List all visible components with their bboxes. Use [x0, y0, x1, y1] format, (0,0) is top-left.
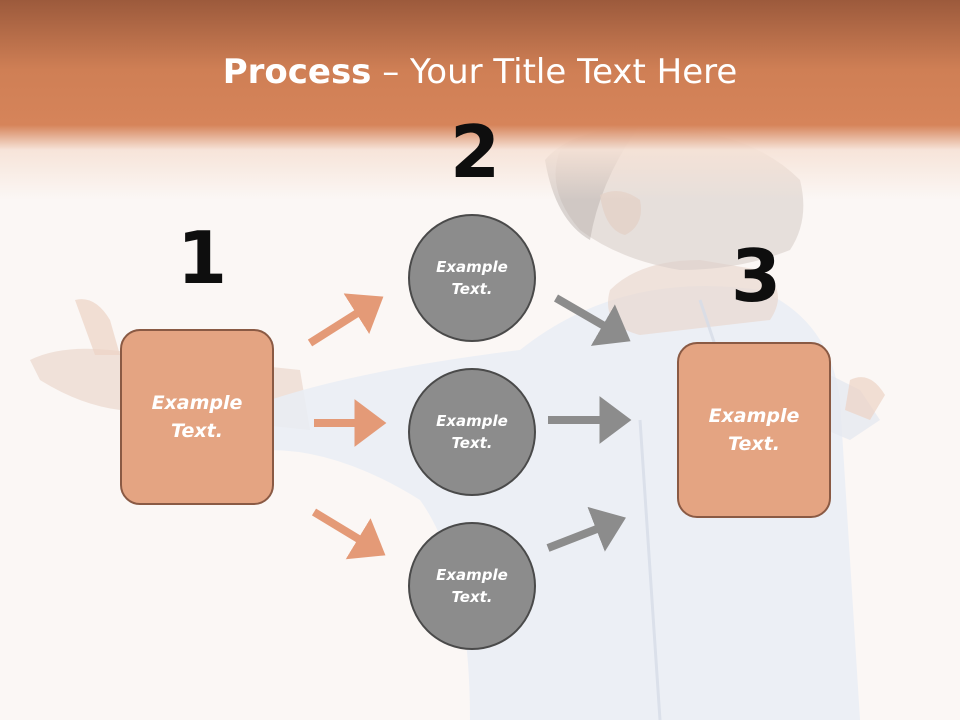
- circle-bottom-line-1: Example: [436, 565, 508, 584]
- left-box-line-1: Example: [151, 391, 243, 414]
- circle-middle-line-1: Example: [436, 411, 508, 430]
- right-box-line-1: Example: [708, 404, 800, 427]
- circle-top-line-2: Text.: [451, 280, 493, 298]
- title-bold: Process: [222, 52, 372, 92]
- circle-middle: Example Text.: [408, 368, 536, 496]
- circle-top-line-1: Example: [436, 257, 508, 276]
- circle-top: Example Text.: [408, 214, 536, 342]
- arrow-left-to-bottom: [311, 508, 386, 560]
- left-step-box: Example Text.: [120, 329, 274, 505]
- circle-bottom: Example Text.: [408, 522, 536, 650]
- right-box-line-2: Text.: [728, 433, 780, 455]
- arrow-left-to-top: [307, 293, 384, 347]
- slide-title: Process – Your Title Text Here: [0, 52, 960, 92]
- step-number-2: 2: [450, 110, 501, 194]
- right-step-box: Example Text.: [677, 342, 831, 518]
- circle-middle-line-2: Text.: [451, 434, 493, 452]
- header-band: [0, 0, 960, 200]
- title-rest: – Your Title Text Here: [371, 52, 738, 92]
- circle-bottom-line-2: Text.: [451, 588, 493, 606]
- step-number-3: 3: [731, 234, 782, 318]
- step-number-1: 1: [177, 216, 228, 300]
- arrow-bottom-to-right: [546, 506, 626, 552]
- left-box-line-2: Text.: [171, 420, 223, 442]
- arrow-top-to-right: [553, 294, 631, 346]
